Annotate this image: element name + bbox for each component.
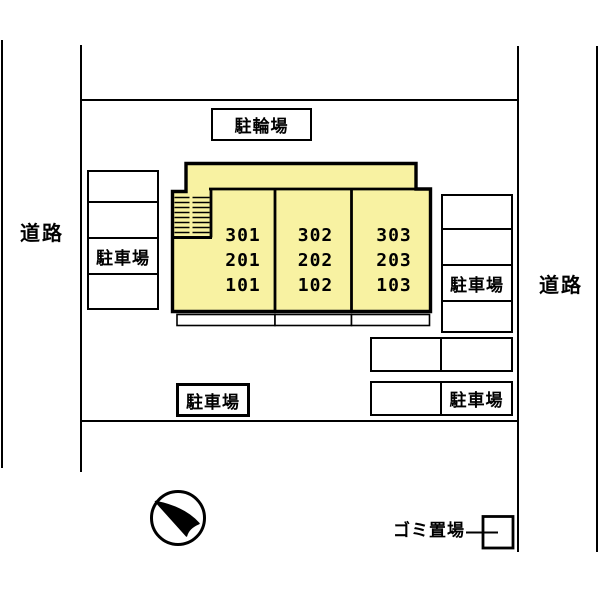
north-arrow-icon <box>150 490 206 546</box>
room-number: 103 <box>376 275 412 296</box>
parking-stall <box>89 275 157 308</box>
parking-stall <box>89 203 157 239</box>
road-left-label: 道路 <box>20 221 64 245</box>
garbage-box <box>481 515 515 550</box>
parking-stall <box>372 383 442 414</box>
road-right-label: 道路 <box>539 273 583 297</box>
unit-3-room-numbers: 303 203 103 <box>354 223 434 298</box>
parking-grid-right: 駐車場 <box>441 194 513 333</box>
bicycle-parking-box: 駐輪場 <box>211 108 312 141</box>
parking-bottom-right-label: 駐車場 <box>449 391 504 411</box>
site-bottom-boundary-line <box>80 420 519 422</box>
parking-stall <box>442 339 511 370</box>
room-number: 303 <box>376 225 412 246</box>
parking-stall: 駐車場 <box>89 239 157 275</box>
unit-1-room-numbers: 301 201 101 <box>211 223 275 298</box>
room-number: 102 <box>297 275 334 296</box>
north-arrow-pointer <box>154 500 200 537</box>
room-number: 302 <box>297 225 334 246</box>
parking-stall <box>443 196 511 230</box>
balcony-strip-1 <box>176 313 276 327</box>
bicycle-parking-label: 駐輪場 <box>234 117 289 137</box>
parking-stall <box>443 302 511 331</box>
room-number: 201 <box>225 250 261 271</box>
room-number: 202 <box>297 250 334 271</box>
unit-2-room-numbers: 302 202 102 <box>277 223 354 298</box>
road-left-outer-boundary-line <box>1 40 3 468</box>
parking-stall <box>443 230 511 266</box>
parking-stall <box>372 339 442 370</box>
road-right-inner-boundary-line <box>517 46 519 552</box>
garbage-area-label: ゴミ置場 <box>393 521 465 541</box>
parking-stall <box>89 172 157 203</box>
parking-stall: 駐車場 <box>442 383 511 414</box>
room-number: 101 <box>225 275 261 296</box>
balcony-strip-3 <box>350 313 431 327</box>
road-right-outer-boundary-line <box>596 46 598 552</box>
parking-right-label: 駐車場 <box>450 275 504 296</box>
room-number: 203 <box>376 250 412 271</box>
parking-left-label: 駐車場 <box>96 248 150 269</box>
room-number: 301 <box>225 225 261 246</box>
balcony-strip-2 <box>274 313 353 327</box>
site-top-boundary-line <box>80 99 519 101</box>
parking-stall: 駐車場 <box>443 266 511 302</box>
stair-treads-icon <box>174 196 210 234</box>
parking-pair-row-lower: 駐車場 <box>370 381 513 416</box>
parking-bottom-center-label: 駐車場 <box>186 392 240 413</box>
parking-bottom-center-box: 駐車場 <box>176 383 250 417</box>
parking-grid-left: 駐車場 <box>87 170 159 310</box>
compass-circle <box>150 490 206 546</box>
road-left-inner-boundary-line <box>80 45 82 472</box>
parking-pair-row-upper <box>370 337 513 372</box>
